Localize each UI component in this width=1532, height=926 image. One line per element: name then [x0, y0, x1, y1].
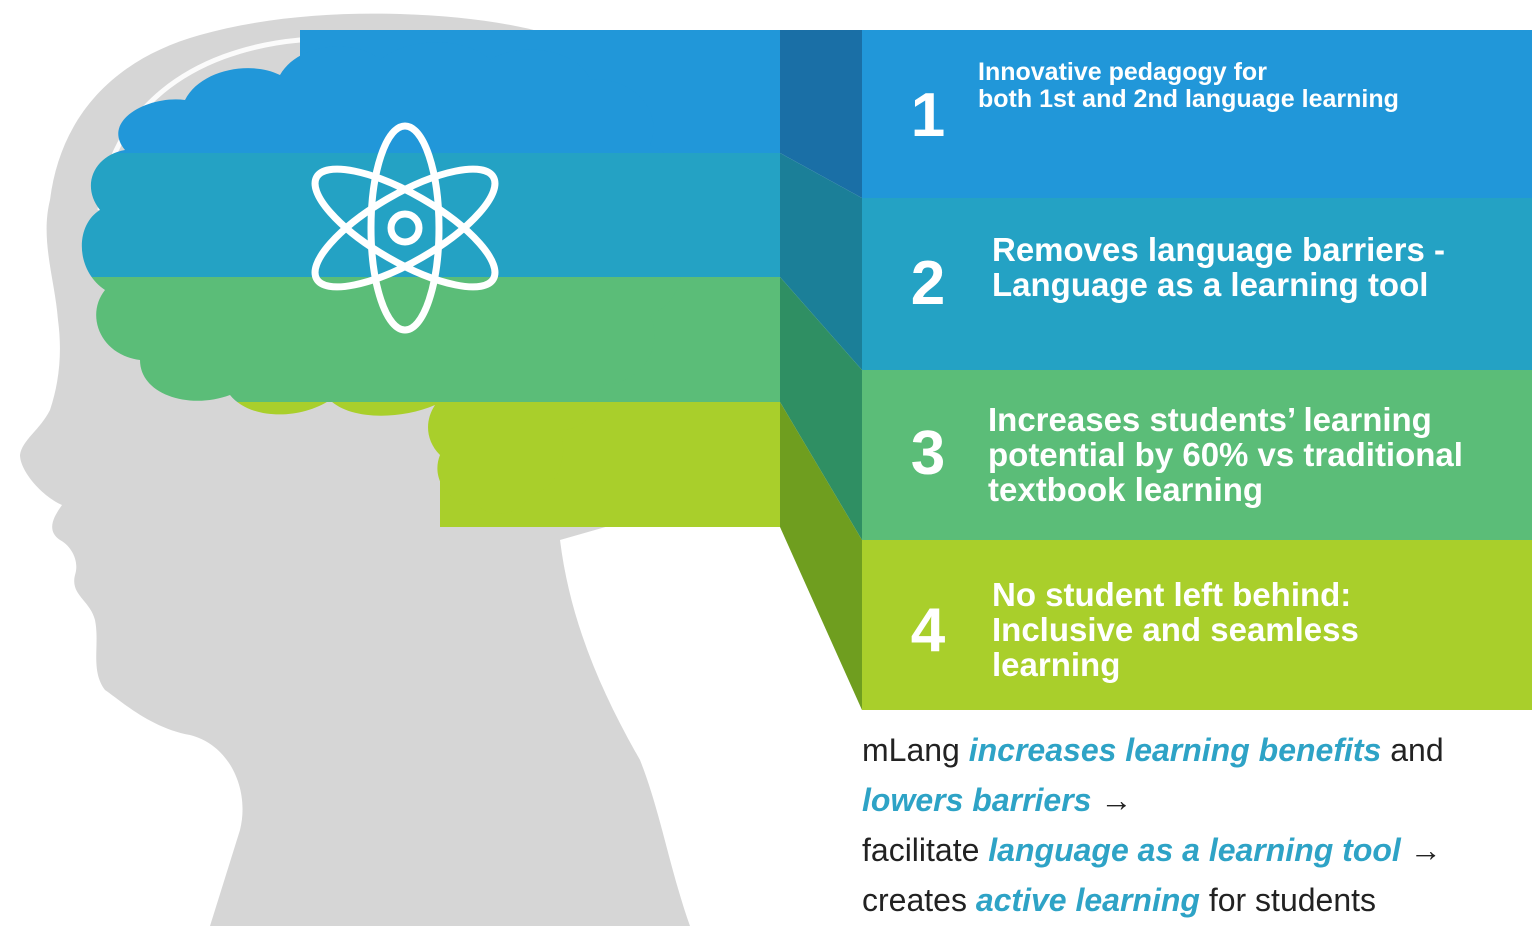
summary-text: facilitate: [862, 832, 989, 868]
summary-line-3: facilitate language as a learning tool →: [862, 825, 1522, 875]
summary-line-2: lowers barriers →: [862, 775, 1522, 825]
card-1-text: Innovative pedagogy for both 1st and 2nd…: [978, 58, 1399, 113]
card-2-bg: [862, 198, 1532, 370]
summary-highlight: lowers barriers: [862, 782, 1092, 818]
summary-text: →: [1091, 782, 1133, 818]
summary-text: mLang: [862, 732, 969, 768]
card-3-number: 3: [910, 419, 946, 488]
summary-text: →: [1400, 832, 1442, 868]
summary-text: for students: [1199, 882, 1377, 918]
summary-highlight: language as a learning tool: [988, 832, 1401, 868]
summary-line-1: mLang increases learning benefits and: [862, 725, 1522, 775]
card-1-number: 1: [910, 81, 946, 150]
card-3-text: Increases students’ learning potential b…: [988, 401, 1463, 508]
card-2-text: Removes language barriers - Language as …: [992, 231, 1446, 303]
card-4-bg: [862, 540, 1532, 710]
card-4-number: 4: [910, 596, 946, 665]
side-face-teal: [780, 153, 862, 370]
summary-text: creates: [862, 882, 976, 918]
side-face-blue: [780, 30, 862, 198]
side-face-lime: [780, 402, 862, 710]
summary-line-4: creates active learning for students: [862, 875, 1522, 925]
card-4-text: No student left behind: Inclusive and se…: [992, 576, 1359, 683]
side-face-green: [780, 277, 862, 540]
card-1-bg: [862, 30, 1532, 198]
summary-highlight: increases learning benefits: [968, 732, 1382, 768]
card-2-number: 2: [910, 249, 946, 318]
card-3-bg: [862, 370, 1532, 540]
summary-text: and: [1381, 732, 1444, 768]
summary-highlight: active learning: [975, 882, 1200, 918]
summary: mLang increases learning benefits and lo…: [862, 725, 1522, 925]
